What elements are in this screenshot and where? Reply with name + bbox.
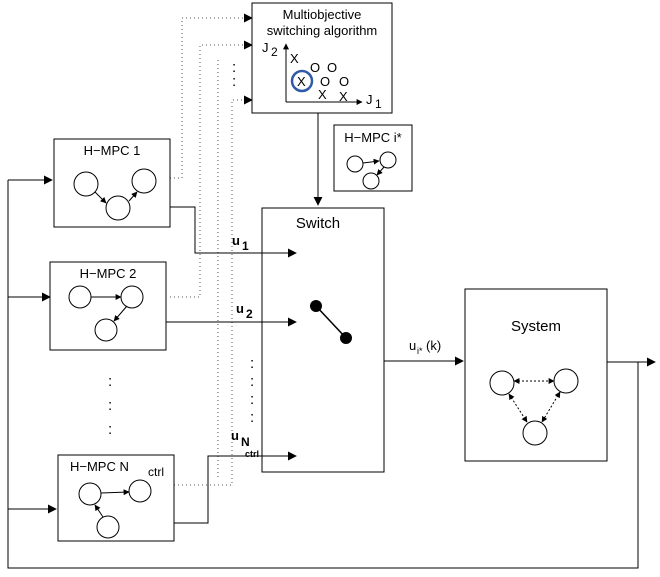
input-subscript-n: N — [241, 435, 250, 449]
pareto-x-mark: X — [318, 87, 327, 102]
state-node — [522, 420, 548, 446]
input-label-n: u — [231, 428, 239, 443]
pareto-x-mark-selected: X — [297, 74, 306, 89]
state-node — [96, 515, 120, 539]
switch-lever — [315, 305, 347, 339]
input-subscript-1: 1 — [242, 239, 249, 253]
state-node — [120, 285, 144, 309]
input-subscript-2: 2 — [246, 307, 253, 321]
algorithm-title-line1: Multiobjective — [283, 7, 362, 22]
system-label: System — [511, 318, 561, 335]
controller-label: H−MPC 2 — [80, 266, 137, 281]
controller-label-subscript: ctrl — [148, 465, 164, 479]
state-node — [78, 482, 102, 506]
switch-vdots: : — [250, 391, 254, 408]
axis-j2-label: J — [262, 40, 269, 55]
controller-label: H−MPC 1 — [84, 143, 141, 158]
state-node — [346, 155, 364, 173]
selected-controller-block: H−MPC i* — [333, 124, 413, 192]
input-subsubscript-n: ctrl — [245, 449, 259, 459]
algorithm-vdots-2: : — [232, 73, 236, 90]
pareto-x-mark: X — [339, 89, 348, 104]
pareto-o-mark: O — [310, 60, 320, 75]
output-suffix: (k) — [426, 338, 441, 353]
axis-j1-label: J — [366, 92, 373, 107]
state-node — [128, 479, 152, 503]
switch-vdots: : — [250, 373, 254, 390]
state-node — [362, 172, 380, 190]
controllers-vdots: : — [108, 373, 112, 390]
system-block: System — [464, 288, 608, 462]
controller-block-n: H−MPC N ctrl — [57, 454, 175, 542]
input-label-2: u — [236, 301, 244, 316]
state-node — [105, 195, 131, 221]
controller-block-1: H−MPC 1 — [53, 138, 171, 228]
input-wire-n — [174, 455, 295, 524]
selection-circle — [290, 69, 314, 93]
controllers-vdots: : — [108, 421, 112, 438]
switch-label: Switch — [296, 215, 340, 232]
axis-j2-subscript: 2 — [271, 45, 278, 59]
dotted-arrowheads — [243, 13, 253, 105]
input-label-1: u — [232, 233, 240, 248]
controller-block-2: H−MPC 2 — [49, 261, 167, 351]
output-label: u — [409, 338, 416, 353]
selected-controller-label: H−MPC i* — [344, 130, 401, 145]
pareto-o-mark: O — [320, 74, 330, 89]
pareto-o-mark: O — [327, 60, 337, 75]
controller-label: H−MPC N — [70, 459, 129, 474]
axis-j1-subscript: 1 — [375, 97, 382, 111]
state-node — [489, 370, 515, 396]
algorithm-block: Multiobjective switching algorithm J 2 J… — [251, 2, 393, 114]
state-node — [553, 368, 579, 394]
pareto-x-mark: X — [290, 51, 299, 66]
switch-block: Switch : : : : — [250, 207, 385, 473]
state-node — [68, 285, 92, 309]
output-subscript: i* — [417, 346, 423, 356]
algorithm-vdots-1: : — [232, 59, 236, 76]
state-node — [379, 151, 397, 169]
controllers-vdots: : — [108, 397, 112, 414]
state-node — [131, 168, 157, 194]
switch-vdots: : — [250, 409, 254, 426]
pareto-o-mark: O — [339, 74, 349, 89]
input-wire-1 — [170, 206, 295, 254]
dotted-info-lines — [170, 17, 250, 486]
state-node — [73, 171, 99, 197]
switch-vdots: : — [250, 355, 254, 372]
algorithm-title-line2: switching algorithm — [267, 23, 378, 38]
feedback-loop — [7, 175, 639, 569]
state-node — [94, 318, 118, 342]
